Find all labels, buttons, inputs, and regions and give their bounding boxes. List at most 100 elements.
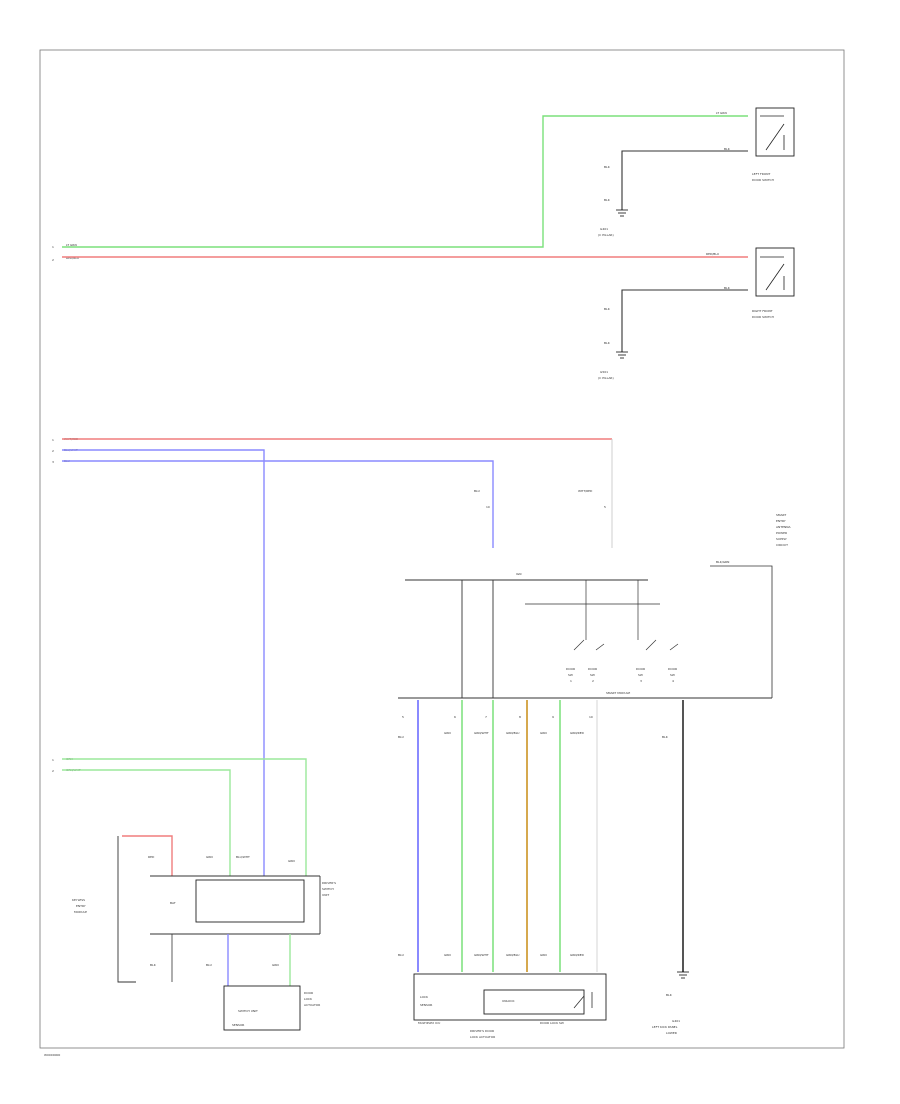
lf-ground-icon xyxy=(616,209,628,217)
left-front-switch-box xyxy=(755,107,795,157)
wire-label-red-blu: RED/BLU xyxy=(66,256,79,260)
rf-name-1: RIGHT FRONT xyxy=(752,309,773,313)
lower-pin-2: 2 xyxy=(52,769,54,773)
sw3-l2: SW xyxy=(638,673,643,677)
icu-name: MULTIPLEX ICU xyxy=(418,1021,440,1025)
switch-label-2: DOOR SW 2 xyxy=(588,667,597,683)
dla-name-2: LOCK xyxy=(304,997,313,1001)
sw2-l1: DOOR xyxy=(588,667,597,671)
wire-label-lt-grn: LT GRN xyxy=(66,243,77,247)
wire-blu-wht xyxy=(62,449,265,876)
wire-pin-1: 1 xyxy=(52,245,54,249)
switch-unit-sub: SENSOR xyxy=(232,1023,244,1027)
rf-ground-wire xyxy=(621,289,748,352)
br-ground-wire: BLK xyxy=(666,993,673,997)
dsu-name-3: UNIT xyxy=(322,893,329,897)
multiplex-icu: LOCK SENSOR UNLOCK DOOR LOCK SW MULTIPLE… xyxy=(413,973,607,1039)
drop-bot-1: GRN xyxy=(444,953,451,957)
mid-pin-2: 2 xyxy=(52,449,54,453)
drop-top-4: GRN xyxy=(540,731,547,735)
keyless-entry-module: KEYLESS ENTRY MODULE RED GRN BLU/WHT GRN… xyxy=(72,835,336,1031)
rf-wire-in: RED/BLU xyxy=(706,252,719,256)
wire-grn-lower xyxy=(62,758,307,876)
sw4-l1: DOOR xyxy=(668,667,677,671)
drop-top-1: GRN xyxy=(444,731,451,735)
right-callout-3: ANTENNA xyxy=(776,525,792,529)
mid-pin-3: 3 xyxy=(52,460,54,464)
lf-wire-in: LT GRN xyxy=(716,111,727,115)
icu-inner-box xyxy=(483,989,585,1015)
sw1-l2: SW xyxy=(568,673,573,677)
rf-gnd-wire-label: BLK xyxy=(604,307,611,311)
rf-wire-out: BLK xyxy=(724,286,731,290)
lower-left-harness: 1 2 GRN GRN/WHT xyxy=(52,757,307,876)
blu-drop-pin: 10 xyxy=(486,505,490,509)
lf-ground: G401 xyxy=(600,227,608,231)
kem-name-2: ENTRY xyxy=(76,904,86,908)
drop-bot-4: GRN xyxy=(540,953,547,957)
wire-pin-2: 2 xyxy=(52,258,54,262)
icu-box xyxy=(413,973,607,1021)
br-ground-icon xyxy=(677,971,689,979)
module-header: IGN xyxy=(516,572,521,576)
rf-name-2: DOOR SWITCH xyxy=(752,315,774,319)
kem-inner-label: BAT xyxy=(170,901,176,905)
drop-bot-0: BLU xyxy=(398,953,404,957)
lf-gnd-wire-label: BLK xyxy=(604,165,611,169)
drop-top-5: GRN/RED xyxy=(570,731,585,735)
right-front-door-switch: RED/BLU BLK BLK BLK G501 (C PILLAR) RIGH… xyxy=(598,247,795,380)
pin-top-3: 8 xyxy=(519,715,521,719)
lf-name-1: LEFT FRONT xyxy=(752,172,770,176)
wht-red-drop-pin: 5 xyxy=(604,505,606,509)
pin-top-4: 9 xyxy=(552,715,554,719)
right-callout-wire: BLK/GRN xyxy=(716,560,729,564)
wire-grn-wht-lower xyxy=(62,769,231,876)
br-ground-l1: G401 xyxy=(672,1019,680,1023)
top-harness: LT GRN RED/BLU 1 2 xyxy=(52,115,748,262)
diagram-frame xyxy=(39,49,845,1049)
icu-caption-1: DRIVER'S DOOR xyxy=(470,1029,494,1033)
icu-caption-2: LOCK ACTUATOR xyxy=(470,1035,495,1039)
blk-drop-top: BLK xyxy=(662,735,669,739)
dsu-name-1: DRIVER'S xyxy=(322,881,336,885)
lf-gnd-label-1: BLK xyxy=(604,198,611,202)
icu-sub-left-2: SENSOR xyxy=(420,1003,432,1007)
kem-top-wire-0: RED xyxy=(148,855,155,859)
drop-top-2: GRN/WHT xyxy=(474,731,489,735)
pin-top-2: 7 xyxy=(485,715,487,719)
bottom-right-ground: BLK G401 LEFT KICK PANEL LOWER xyxy=(652,971,689,1035)
drop-top-0: BLU xyxy=(398,735,404,739)
wire-red-lower xyxy=(122,835,173,876)
kem-bottom-wire-1: BLU xyxy=(206,963,212,967)
drop-bot-5: GRN/RED xyxy=(570,953,585,957)
sw2-l2: SW xyxy=(590,673,595,677)
rf-ground-sub: (C PILLAR) xyxy=(598,376,614,380)
wire-blu xyxy=(62,460,494,548)
wire-lt-grn xyxy=(62,115,748,248)
drop-bot-3: GRN/BLU xyxy=(506,953,519,957)
switch-label-4: DOOR SW 4 xyxy=(668,667,677,683)
icu-sub-right: DOOR LOCK SW xyxy=(540,1021,564,1025)
right-callout-4: POWER xyxy=(776,531,787,535)
switch-label-3: DOOR SW 3 xyxy=(636,667,645,683)
dsu-name-2: SWITCH xyxy=(322,887,334,891)
icu-sub-left-1: LOCK xyxy=(420,995,429,999)
blu-drop-label: BLU xyxy=(474,489,480,493)
driver-switch-box xyxy=(195,879,305,923)
kem-top-wire-2: BLU/WHT xyxy=(236,855,250,859)
pin-top-5: 10 xyxy=(589,715,593,719)
sw1-l1: DOOR xyxy=(566,667,575,671)
module-name: SMART MODULE xyxy=(606,691,630,695)
kem-name-1: KEYLESS xyxy=(72,898,85,902)
rf-ground-icon xyxy=(616,351,628,359)
kem-bottom-wire-0: BLK xyxy=(150,963,157,967)
right-callout-2: ENTRY xyxy=(776,519,786,523)
icu-sub-mid: UNLOCK xyxy=(502,999,515,1003)
switch-unit-label: SWITCH UNIT xyxy=(238,1009,258,1013)
wht-red-drop-label: WHT/RED xyxy=(578,489,593,493)
right-callout-1: SMART xyxy=(776,513,786,517)
kem-top-wire-1: GRN xyxy=(206,855,213,859)
sw1-l3: 1 xyxy=(570,679,572,683)
bottom-harness: 5 6 7 8 9 10 BLU GRN GRN/WHT GRN/BLU GRN… xyxy=(398,700,684,972)
